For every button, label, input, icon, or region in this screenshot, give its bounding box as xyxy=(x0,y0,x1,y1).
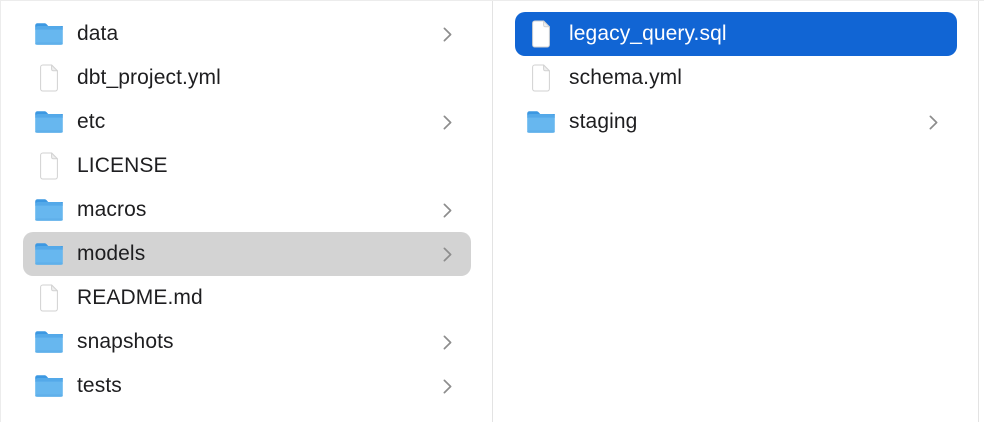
item-label: README.md xyxy=(77,286,203,309)
item-label: LICENSE xyxy=(77,154,168,177)
chevron-right-icon xyxy=(442,26,453,43)
folder-icon xyxy=(34,371,64,401)
item-label: snapshots xyxy=(77,330,174,353)
file-row[interactable]: legacy_query.sql xyxy=(515,12,957,56)
document-icon xyxy=(34,63,64,93)
column-next-empty xyxy=(979,1,984,422)
folder-icon xyxy=(34,327,64,357)
item-label: models xyxy=(77,242,146,265)
file-row[interactable]: schema.yml xyxy=(515,56,957,100)
folder-row[interactable]: data xyxy=(23,12,471,56)
folder-row[interactable]: staging xyxy=(515,100,957,144)
folder-icon xyxy=(34,19,64,49)
folder-icon xyxy=(526,107,556,137)
item-label: tests xyxy=(77,374,122,397)
folder-row[interactable]: etc xyxy=(23,100,471,144)
chevron-right-icon xyxy=(442,334,453,351)
chevron-right-icon xyxy=(442,246,453,263)
column-parent-folder: data dbt_project.yml etc LICENSE macros xyxy=(1,1,493,422)
document-icon xyxy=(526,63,556,93)
chevron-right-icon xyxy=(442,378,453,395)
folder-icon xyxy=(34,239,64,269)
item-label: data xyxy=(77,22,119,45)
item-label: macros xyxy=(77,198,147,221)
column-models-contents: legacy_query.sql schema.yml staging xyxy=(493,1,979,422)
chevron-right-icon xyxy=(928,114,939,131)
item-label: legacy_query.sql xyxy=(569,22,727,45)
file-row[interactable]: dbt_project.yml xyxy=(23,56,471,100)
folder-row[interactable]: snapshots xyxy=(23,320,471,364)
folder-icon xyxy=(34,195,64,225)
folder-icon xyxy=(34,107,64,137)
item-label: dbt_project.yml xyxy=(77,66,221,89)
chevron-right-icon xyxy=(442,114,453,131)
item-label: etc xyxy=(77,110,106,133)
folder-row[interactable]: tests xyxy=(23,364,471,408)
folder-row[interactable]: models xyxy=(23,232,471,276)
document-icon xyxy=(34,151,64,181)
file-row[interactable]: README.md xyxy=(23,276,471,320)
folder-row[interactable]: macros xyxy=(23,188,471,232)
item-label: staging xyxy=(569,110,638,133)
item-label: schema.yml xyxy=(569,66,683,89)
document-icon xyxy=(526,19,556,49)
chevron-right-icon xyxy=(442,202,453,219)
file-row[interactable]: LICENSE xyxy=(23,144,471,188)
document-icon xyxy=(34,283,64,313)
